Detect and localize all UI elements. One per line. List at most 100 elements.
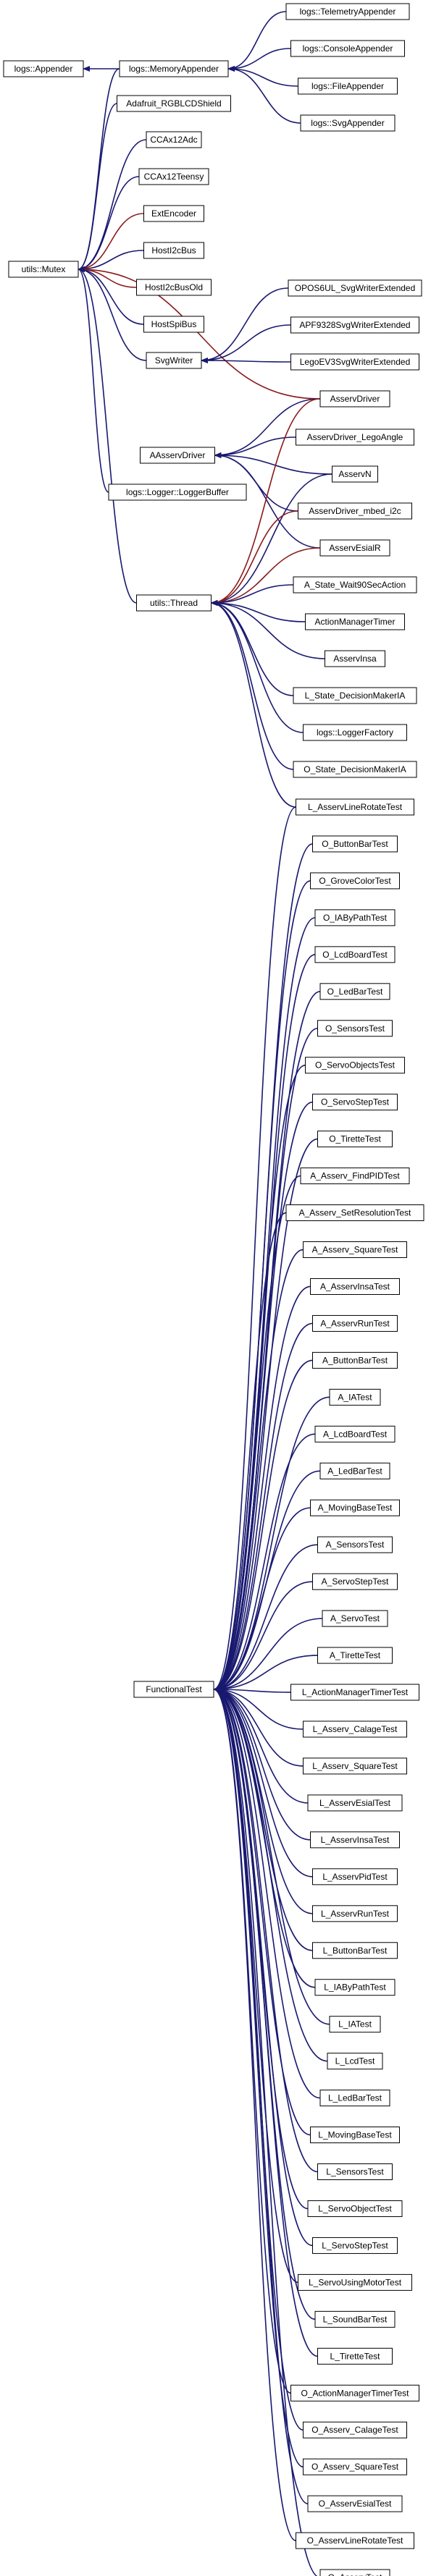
class-node-t21[interactable]: A_ServoStepTest [312,1573,398,1590]
class-node-t36[interactable]: L_MovingBaseTest [310,2127,400,2144]
class-node-t25[interactable]: L_Asserv_CalageTest [303,1720,407,1738]
class-node-label: logs::ConsoleAppender [303,43,393,54]
class-node-t5[interactable]: O_LedBarTest [319,983,390,1000]
class-node-svgwriter[interactable]: SvgWriter [146,352,202,369]
class-node-label: AsservDriver [330,394,380,404]
class-node-actionmgr[interactable]: ActionManagerTimer [305,613,405,630]
class-node-file[interactable]: logs::FileAppender [298,77,398,95]
class-node-t12[interactable]: A_Asserv_SquareTest [303,1241,407,1259]
class-node-label: A_AsservRunTest [320,1318,390,1328]
class-node-box [319,539,390,557]
class-node-lstatedec[interactable]: L_State_DecisionMakerIA [293,687,417,704]
class-node-loggerfactory[interactable]: logs::LoggerFactory [303,724,407,741]
class-node-lego[interactable]: LegoEV3SvgWriterExtended [290,353,419,371]
class-node-mutex[interactable]: utils::Mutex [8,261,79,278]
class-node-t39[interactable]: L_ServoStepTest [312,2237,398,2254]
class-node-t32[interactable]: L_IAByPathTest [314,1979,396,1996]
class-node-t30[interactable]: L_AsservRunTest [312,1905,398,1922]
class-node-t48[interactable]: O_AsservTest [319,2569,390,2576]
class-node-t46[interactable]: O_AsservEsialTest [307,2495,403,2512]
class-node-telemetry[interactable]: logs::TelemetryAppender [285,3,410,20]
class-node-t17[interactable]: A_LcdBoardTest [314,1425,396,1443]
class-node-t38[interactable]: L_ServoObjectTest [307,2200,403,2217]
class-node-t15[interactable]: A_ButtonBarTest [312,1351,398,1369]
class-node-hosti2cold[interactable]: HostI2cBusOld [136,279,212,296]
class-node-asservmbed[interactable]: AsservDriver_mbed_i2c [298,502,412,520]
class-node-t18[interactable]: A_LedBarTest [319,1462,390,1479]
class-node-t0[interactable]: L_AsservLineRotateTest [296,798,414,816]
class-node-ccax12adc[interactable]: CCAx12Adc [146,131,202,148]
class-node-t11[interactable]: A_Asserv_SetResolutionTest [285,1204,424,1222]
class-node-t6[interactable]: O_SensorsTest [317,1020,393,1037]
class-node-t8[interactable]: O_ServoStepTest [312,1094,398,1111]
class-node-asservinsa[interactable]: AsservInsa [325,650,385,667]
class-node-label: A_LcdBoardTest [323,1429,388,1439]
class-node-ccax12teensy[interactable]: CCAx12Teensy [138,168,209,185]
class-node-label: L_ButtonBarTest [323,1946,388,1956]
edge-t34-to-functional [213,1686,328,2062]
class-node-t40[interactable]: L_ServoUsingMotorTest [298,2273,412,2291]
class-node-label: A_SensorsTest [326,1540,385,1550]
class-node-t43[interactable]: O_ActionManagerTimerTest [290,2384,419,2402]
class-node-t35[interactable]: L_LedBarTest [319,2090,390,2107]
class-node-loggerbuf[interactable]: logs::Logger::LoggerBuffer [108,483,247,501]
edge-t0-to-thread [210,600,296,808]
class-node-t22[interactable]: A_ServoTest [322,1610,388,1627]
class-node-t3[interactable]: O_IAByPathTest [314,909,396,926]
edge-t20-to-functional [213,1544,318,1692]
class-node-thread[interactable]: utils::Thread [136,594,212,612]
class-node-svgapp[interactable]: logs::SvgAppender [300,114,396,132]
class-node-memory[interactable]: logs::MemoryAppender [119,60,229,77]
class-node-t1[interactable]: O_ButtonBarTest [312,835,398,853]
class-node-t44[interactable]: O_Asserv_CalageTest [303,2421,407,2438]
class-node-hostspi[interactable]: HostSpiBus [143,316,204,333]
class-node-t27[interactable]: L_AsservEsialTest [307,1794,403,1812]
class-node-t10[interactable]: A_Asserv_FindPIDTest [300,1167,410,1185]
class-node-t37[interactable]: L_SensorsTest [317,2163,393,2181]
class-node-t47[interactable]: O_AsservLineRotateTest [296,2532,414,2549]
class-node-t29[interactable]: L_AsservPidTest [312,1868,398,1885]
class-node-apf[interactable]: APF9328SvgWriterExtended [290,316,419,334]
class-node-asservesial[interactable]: AsservEsialR [319,539,390,557]
class-node-box [298,502,412,520]
class-node-t24[interactable]: L_ActionManagerTimerTest [290,1684,419,1701]
class-node-t28[interactable]: L_AsservInsaTest [310,1831,400,1849]
class-node-box [300,1167,410,1185]
class-node-t14[interactable]: A_AsservRunTest [312,1314,398,1332]
class-node-asserv[interactable]: AsservDriver [319,390,390,407]
class-node-t26[interactable]: L_Asserv_SquareTest [303,1757,407,1775]
class-node-t23[interactable]: A_TiretteTest [317,1647,393,1664]
class-node-console[interactable]: logs::ConsoleAppender [290,40,405,57]
class-node-appender[interactable]: logs::Appender [3,60,84,77]
class-node-t7[interactable]: O_ServoObjectsTest [305,1057,405,1074]
class-node-extenc[interactable]: ExtEncoder [143,205,204,222]
class-node-label: A_ButtonBarTest [322,1355,388,1365]
class-node-astatewait[interactable]: A_State_Wait90SecAction [293,576,417,594]
class-node-t42[interactable]: L_TiretteTest [317,2347,393,2365]
class-node-box [312,835,398,853]
class-node-box [329,1388,381,1406]
class-node-t2[interactable]: O_GroveColorTest [310,872,400,890]
class-node-t9[interactable]: O_TiretteTest [317,1131,393,1148]
class-node-t33[interactable]: L_IATest [329,2016,381,2033]
class-node-aasserv[interactable]: AAsservDriver [140,447,215,464]
class-node-label: O_AsservLineRotateTest [307,2535,403,2546]
class-node-ostatedec[interactable]: O_State_DecisionMakerIA [293,761,417,778]
class-node-asservn[interactable]: AsservN [332,465,378,483]
class-node-t31[interactable]: L_ButtonBarTest [312,1942,398,1959]
class-node-t16[interactable]: A_IATest [329,1388,381,1406]
class-node-t13[interactable]: A_AsservInsaTest [310,1278,400,1295]
class-node-hosti2c[interactable]: HostI2cBus [143,242,204,259]
class-node-t34[interactable]: L_LcdTest [327,2053,383,2070]
class-node-t4[interactable]: O_LcdBoardTest [314,946,396,963]
class-node-opos[interactable]: OPOS6UL_SvgWriterExtended [288,279,422,297]
class-node-functional[interactable]: FunctionalTest [133,1681,214,1698]
class-node-t20[interactable]: A_SensorsTest [317,1536,393,1553]
class-node-box [314,1425,396,1443]
class-node-label: A_TiretteTest [330,1650,381,1660]
class-node-adafruit[interactable]: Adafruit_RGBLCDShield [117,95,231,112]
class-node-t41[interactable]: L_SoundBarTest [314,2310,396,2328]
class-node-t19[interactable]: A_MovingBaseTest [310,1499,400,1516]
class-node-asservlego[interactable]: AsservDriver_LegoAngle [296,428,414,446]
class-node-t45[interactable]: O_Asserv_SquareTest [303,2458,407,2475]
